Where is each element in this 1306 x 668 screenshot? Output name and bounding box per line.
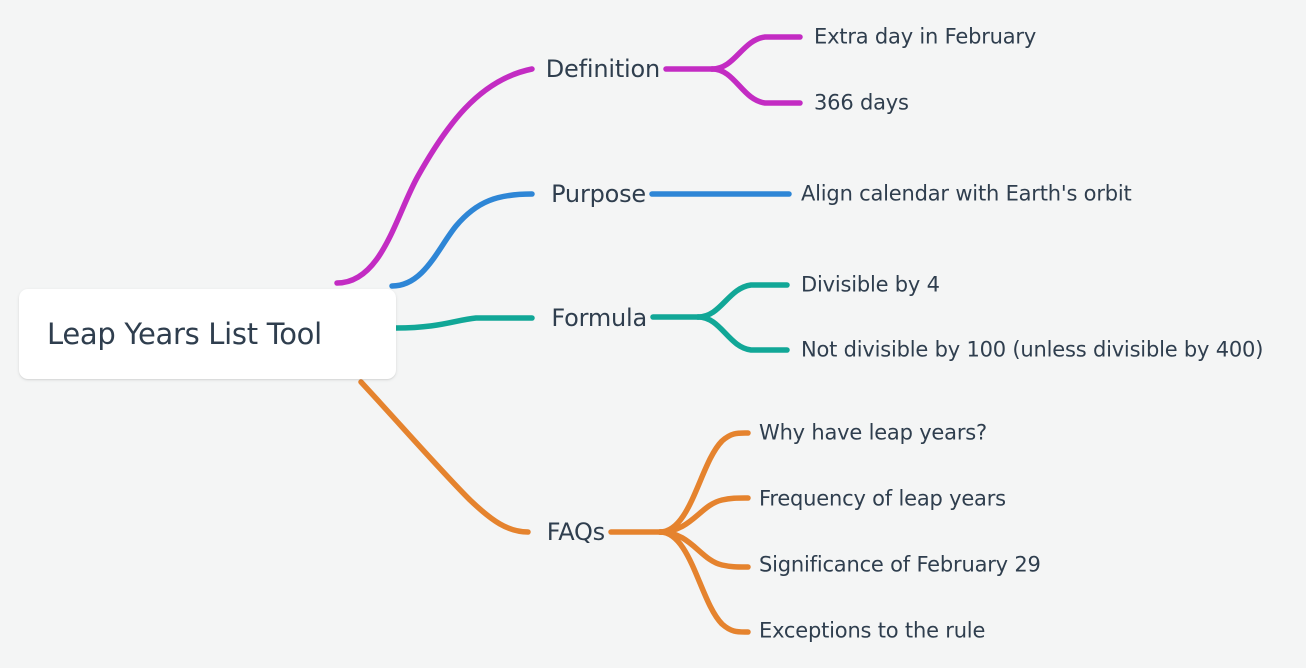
- root-node[interactable]: Leap Years List Tool: [19, 289, 396, 379]
- root-node-label: Leap Years List Tool: [47, 317, 322, 351]
- edge-faqs-why-have: [657, 430, 751, 535]
- leaf-label-not-divisible-by-100[interactable]: Not divisible by 100 (unless divisible b…: [801, 337, 1264, 362]
- edge-formula-divisible-4: [695, 282, 790, 320]
- leaf-label-why-have-leap-years[interactable]: Why have leap years?: [759, 420, 987, 445]
- leaf-label-frequency-of-leap-years[interactable]: Frequency of leap years: [759, 486, 1006, 511]
- branch-label-purpose[interactable]: Purpose: [551, 180, 646, 208]
- edge-definition-366-days: [709, 66, 803, 106]
- leaf-label-exceptions-to-the-rule[interactable]: Exceptions to the rule: [759, 618, 986, 643]
- branch-label-faqs[interactable]: FAQs: [546, 518, 605, 546]
- leaf-label-significance-of-february-29[interactable]: Significance of February 29: [759, 552, 1041, 577]
- edge-faqs-significance: [657, 529, 751, 570]
- edge-root-faqs: [358, 379, 531, 535]
- edge-faqs-exceptions: [657, 529, 751, 635]
- branch-label-definition[interactable]: Definition: [545, 55, 660, 83]
- edge-root-definition: [334, 66, 535, 286]
- edge-faqs-frequency: [657, 495, 751, 535]
- leaf-label-extra-day-in-february[interactable]: Extra day in February: [814, 24, 1037, 49]
- branch-label-formula[interactable]: Formula: [551, 304, 647, 332]
- edge-definition-extra-day: [709, 34, 803, 72]
- edge-root-purpose: [389, 191, 535, 289]
- edge-root-formula: [393, 315, 535, 331]
- leaf-label-divisible-by-4[interactable]: Divisible by 4: [801, 272, 940, 297]
- leaf-label-366-days[interactable]: 366 days: [814, 90, 909, 115]
- edge-formula-not-divisible-100: [695, 314, 790, 353]
- leaf-label-align-calendar-with-earths-orbit[interactable]: Align calendar with Earth's orbit: [801, 181, 1132, 206]
